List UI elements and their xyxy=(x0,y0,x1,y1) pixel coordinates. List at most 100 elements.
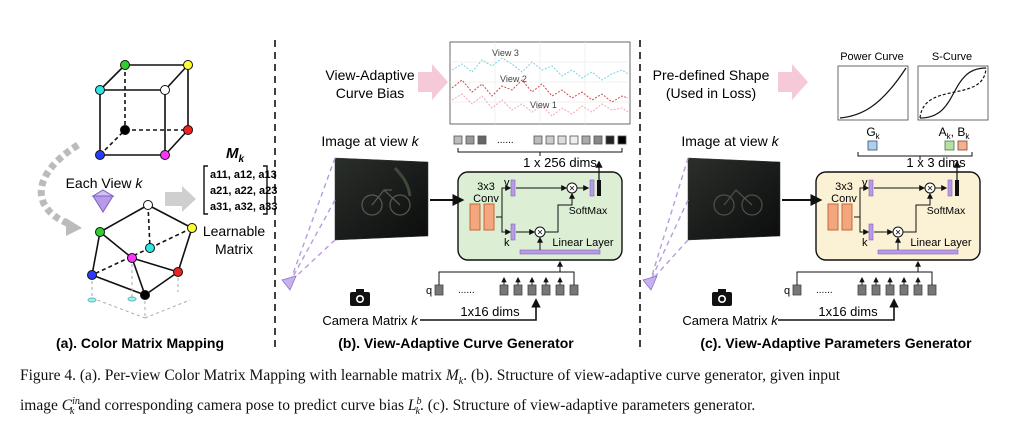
curve-module-box xyxy=(457,171,623,261)
vertex2-white xyxy=(143,200,153,210)
conv-c-to-v-arrow xyxy=(854,185,870,218)
camera-icon-c xyxy=(712,289,732,306)
query-bracket xyxy=(438,271,575,285)
camera-label: Camera Matrix k xyxy=(322,313,419,328)
prism-icon xyxy=(91,189,115,213)
linear-c-label: Linear Layer xyxy=(910,237,971,249)
vertex-black xyxy=(120,125,130,135)
caption-line-1: Figure 4. (a). Per-view Color Matrix Map… xyxy=(20,366,1020,392)
caption-line-2: image Cink and corresponding camera pose… xyxy=(20,392,1020,422)
vertex-blue xyxy=(95,150,105,160)
matrix-symbol: Mk xyxy=(226,145,245,165)
s-curve-title: S-Curve xyxy=(932,51,972,63)
learnable-label-1: Learnable xyxy=(203,223,265,239)
vertex2-red xyxy=(173,267,183,277)
out-c-bar-2 xyxy=(955,180,959,196)
query-tokens-c: ...... xyxy=(792,284,937,296)
camera-to-query-arrow xyxy=(420,298,541,321)
a-square xyxy=(944,140,955,151)
mul-op-v-symbol: × xyxy=(569,184,575,195)
tokens-q-dots: ...... xyxy=(458,285,475,296)
mul-to-softmax-arrow xyxy=(545,192,575,233)
linear-c-bar xyxy=(877,249,959,255)
conv-c-block-2 xyxy=(841,203,853,231)
dims-top-c-label: 1 x 3 dims xyxy=(906,155,966,170)
figure-canvas: Each View k Mk a11, a12, a13 a21, a22, a… xyxy=(37,40,989,352)
s-curve-plot xyxy=(917,65,989,121)
vertex2-cyan xyxy=(145,243,155,253)
caption-text-2c: . (c). Structure of view-adaptive parame… xyxy=(419,397,756,415)
query-bracket-c xyxy=(796,271,933,285)
mul-op-k-symbol: × xyxy=(537,228,543,239)
color-cube-top xyxy=(99,64,189,156)
conv-c-block-1 xyxy=(827,203,839,231)
image-label-c: Image at view k xyxy=(681,133,779,149)
conv-c-to-k-arrow xyxy=(859,217,870,235)
brace-top xyxy=(457,148,623,156)
softmax-label: SoftMax xyxy=(569,205,608,217)
brace-top-c xyxy=(857,152,973,160)
linear-layer-label: Linear Layer xyxy=(552,237,613,249)
power-curve-plot xyxy=(837,65,909,121)
conv-block-2 xyxy=(483,203,495,231)
vertex2-magenta xyxy=(127,253,137,263)
vertex2-yellow xyxy=(187,223,197,233)
query-up-arrows xyxy=(501,276,563,285)
caption-text-2a: image xyxy=(20,397,58,415)
query-up-arrows-c xyxy=(859,276,921,285)
k-c-bar xyxy=(868,223,874,241)
shape-label-2: (Used in Loss) xyxy=(666,85,756,101)
camera-icon xyxy=(350,289,370,306)
ab-label: Ak, Bk xyxy=(939,125,971,141)
vertex-yellow xyxy=(183,60,193,70)
linear-layer-bar xyxy=(519,249,601,255)
conv-to-v-arrow xyxy=(496,185,512,218)
conv-c-label-1: 3x3 xyxy=(835,181,853,193)
matrix-bracket-right xyxy=(263,165,268,215)
g-label: Gk xyxy=(866,125,880,141)
shadow-dot-1 xyxy=(87,297,97,303)
panel-a-label: (a). Color Matrix Mapping xyxy=(56,335,224,351)
figure-caption: Figure 4. (a). Per-view Color Matrix Map… xyxy=(20,366,1020,422)
k-label: k xyxy=(504,237,510,249)
view-prism-icon-c xyxy=(642,275,658,291)
conv-label-2: Conv xyxy=(473,193,499,205)
caption-text-1a: Figure 4. (a). Per-view Color Matrix Map… xyxy=(20,367,442,384)
vertex-white xyxy=(160,85,170,95)
plot-series-view3 xyxy=(451,57,629,81)
param-module-box xyxy=(815,171,981,261)
tokens-top-dots: ...... xyxy=(497,135,514,146)
dims-top-label: 1 x 256 dims xyxy=(523,155,597,170)
caption-text-1b: . (b). Structure of view-adaptive curve … xyxy=(463,367,841,384)
plot-label-view3: View 3 xyxy=(492,48,519,58)
b-square xyxy=(957,140,968,151)
panel-b-label: (b). View-Adaptive Curve Generator xyxy=(338,335,574,351)
vertex-cyan xyxy=(95,85,105,95)
vertex2-green xyxy=(95,227,105,237)
caption-symbol-m: Mk xyxy=(445,367,464,388)
tokens-q-c-dots: ...... xyxy=(816,285,833,296)
query-tokens: ...... xyxy=(434,284,579,296)
view-prism-icon-b xyxy=(281,275,297,291)
matrix-bracket-left xyxy=(203,165,208,215)
curve-bias-label-2: Curve Bias xyxy=(336,85,404,101)
conv-c-label-2: Conv xyxy=(831,193,857,205)
mul-c-op-v-symbol: × xyxy=(927,184,933,195)
matrix-row-1: a11, a12, a13 xyxy=(210,169,277,181)
out-c-bar-1 xyxy=(947,179,953,197)
panel-c: Pre-defined Shape (Used in Loss) Power C… xyxy=(642,51,989,351)
conv-block-1 xyxy=(469,203,481,231)
q-label: q xyxy=(426,285,432,297)
plot-series-view2 xyxy=(451,79,629,103)
v-bar xyxy=(510,179,516,197)
conv-label-1: 3x3 xyxy=(477,181,495,193)
curve-bias-plot: View 3 View 2 View 1 xyxy=(449,41,631,125)
vertex-red xyxy=(183,125,193,135)
vertex2-black xyxy=(140,290,150,300)
softmax-c-label: SoftMax xyxy=(927,205,966,217)
rotation-arrow-head xyxy=(66,218,82,236)
v-label: v xyxy=(504,177,510,189)
frustum-lines-b xyxy=(289,157,336,283)
dims-bottom-label: 1x16 dims xyxy=(460,304,520,319)
out-bar-2 xyxy=(597,180,601,196)
